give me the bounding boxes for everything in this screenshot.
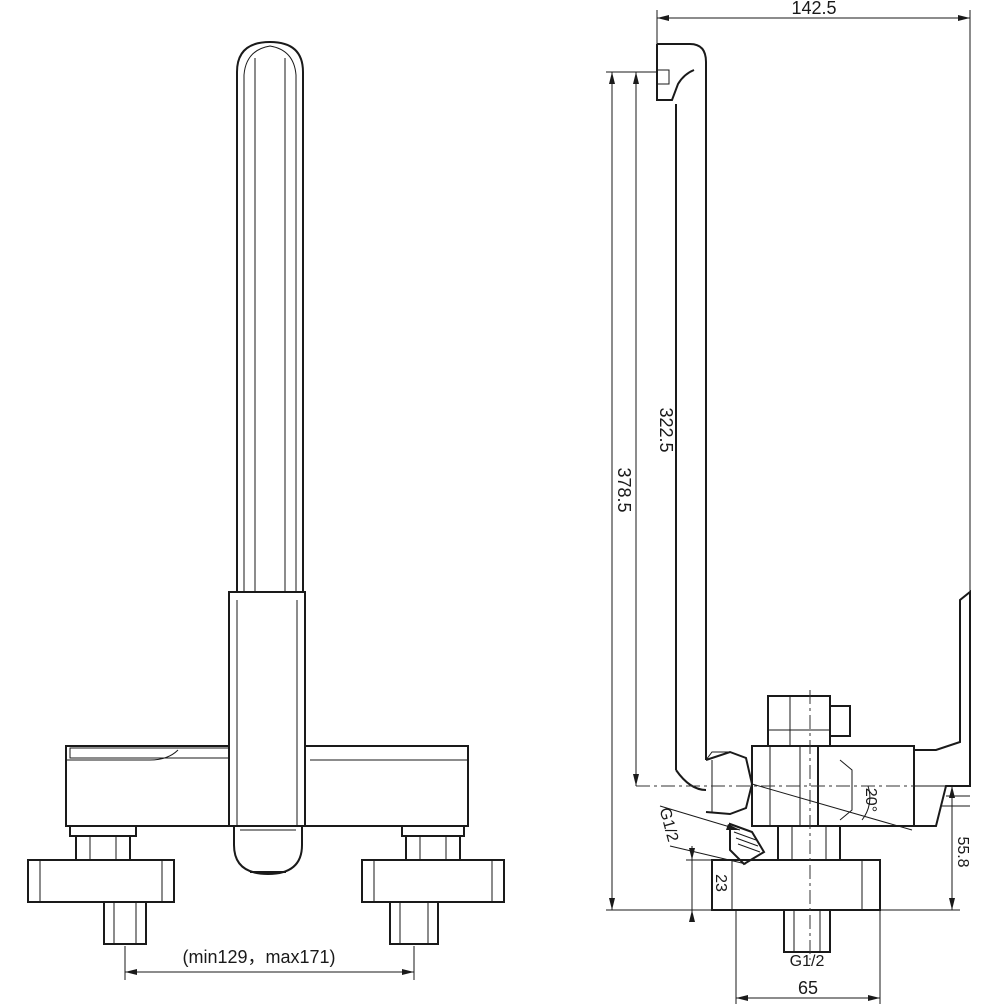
dim-inlet-spacing: (min129，max171) [124,946,415,980]
dim-inlet-height-label: 55.8 [954,836,971,867]
dim-outlet-angle: 20° [751,783,913,831]
dim-outlet-thread: G1/2 [656,805,747,865]
dim-total-height: 378.5 [606,71,712,911]
side-spout [656,43,730,791]
side-lever-handle [913,589,971,827]
front-view: (min129，max171) [27,40,505,980]
dim-base-width: 65 [735,910,881,1004]
dim-base-width-label: 65 [798,978,818,998]
dim-spout-height: 322.5 [628,71,676,786]
side-base [711,825,881,953]
dim-inlet-spacing-label: (min129，max171) [182,947,335,967]
side-outlet [705,750,766,866]
dim-connector-height: 23 [686,846,729,922]
side-valve-body [751,695,915,827]
dim-inlet-height: 55.8 [880,785,971,911]
dim-inlet-thread-label: G1/2 [790,953,825,970]
dim-outlet-angle-label: 20° [862,788,879,812]
dim-spout-height-label: 322.5 [656,407,676,452]
front-central-column [228,591,306,876]
front-left-connector [27,825,175,945]
side-view: 142.5 322.5 378.5 20° [606,0,971,1004]
front-spout-tube [236,40,304,592]
dim-total-width-label: 142.5 [791,0,836,18]
dim-total-height-label: 378.5 [614,467,634,512]
dim-connector-height-label: 23 [712,874,729,892]
front-right-connector [361,825,505,945]
dim-total-width: 142.5 [656,0,971,592]
